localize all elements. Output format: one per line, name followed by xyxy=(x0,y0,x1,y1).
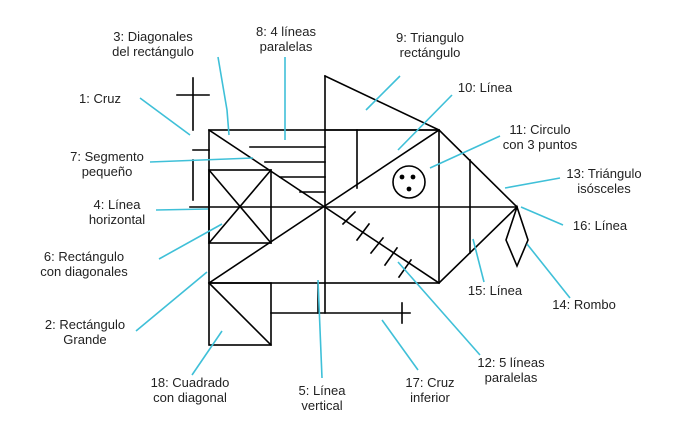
label-line: 6: Rectángulo xyxy=(43,249,125,264)
label-line: 5: Línea xyxy=(298,383,346,398)
five-lines-2 xyxy=(355,222,371,242)
label-line: con diagonal xyxy=(153,390,227,405)
label-line: 1: Cruz xyxy=(79,91,121,106)
label-line: 2: Rectángulo xyxy=(44,317,126,332)
label-10-linea: 10: Línea xyxy=(458,80,512,95)
small-rect-diagonal-2 xyxy=(207,168,273,245)
label-line: 18: Cuadrado xyxy=(150,375,230,390)
label-line: inferior xyxy=(410,390,450,405)
rectangle-with-diagonals xyxy=(208,169,272,244)
label-line: con 3 puntos xyxy=(502,137,578,152)
right-triangle xyxy=(323,74,440,131)
label-line: 17: Cruz xyxy=(405,375,455,390)
square-with-diagonal xyxy=(208,282,272,346)
leader-5 xyxy=(317,279,323,379)
label-15-linea: 15: Línea xyxy=(468,283,522,298)
label-line: rectángulo xyxy=(399,45,461,60)
label-line: vertical xyxy=(301,398,343,413)
label-line: 8: 4 líneas xyxy=(256,24,316,39)
label-line: 10: Línea xyxy=(457,80,513,95)
leader-6 xyxy=(158,223,223,260)
label-line: pequeño xyxy=(81,164,133,179)
label-line: isósceles xyxy=(577,181,631,196)
circle-dot-2 xyxy=(410,174,416,180)
circle-dot-1 xyxy=(399,174,405,180)
label-line: 15: Línea xyxy=(467,283,523,298)
leader-18 xyxy=(191,330,223,376)
label-line: del rectángulo xyxy=(112,44,194,59)
leader-3 xyxy=(217,56,230,136)
isosceles-triangle-bottom xyxy=(437,205,519,285)
leader-14 xyxy=(526,243,571,299)
label-line: horizontal xyxy=(88,212,146,227)
label-line: Grande xyxy=(63,332,107,347)
label-line: paralelas xyxy=(484,370,538,385)
five-lines-5 xyxy=(397,258,413,279)
leader-9 xyxy=(365,75,401,111)
label-line: 7: Segmento xyxy=(70,149,144,164)
leader-15 xyxy=(472,238,485,283)
rhombus xyxy=(505,204,529,269)
leader-12 xyxy=(397,261,481,356)
label-line: 3: Diagonales xyxy=(113,29,193,44)
leader-4 xyxy=(155,208,209,211)
leader-13 xyxy=(504,177,561,189)
label-line: 16: Línea xyxy=(572,218,628,233)
label-line: 12: 5 líneas xyxy=(477,355,545,370)
leader-16 xyxy=(520,206,564,226)
five-lines-4 xyxy=(383,246,399,267)
leader-11 xyxy=(429,135,501,169)
circle-with-three-dots xyxy=(392,165,426,199)
label-line: 4: Línea xyxy=(93,197,141,212)
label-line: 11: Circulo xyxy=(509,122,571,137)
label-16-linea: 16: Línea xyxy=(573,218,627,233)
leader-2 xyxy=(135,271,208,332)
leader-7 xyxy=(149,157,254,163)
label-line: con diagonales xyxy=(40,264,128,279)
leader-1 xyxy=(139,97,191,136)
label-line: 14: Rombo xyxy=(552,297,616,312)
label-1-cruz: 1: Cruz xyxy=(79,91,121,106)
label-line: 9: Triangulo xyxy=(396,30,464,45)
label-line: paralelas xyxy=(259,39,313,54)
square-diagonal xyxy=(207,281,273,347)
isosceles-triangle-top xyxy=(437,128,519,209)
circle-dot-3 xyxy=(406,186,412,192)
five-lines-3 xyxy=(369,236,385,255)
label-14-rombo: 14: Rombo xyxy=(552,297,616,312)
leader-17 xyxy=(381,319,419,371)
label-line: 13: Triángulo xyxy=(566,166,642,181)
leader-10 xyxy=(397,94,453,151)
five-lines-1 xyxy=(341,210,357,226)
